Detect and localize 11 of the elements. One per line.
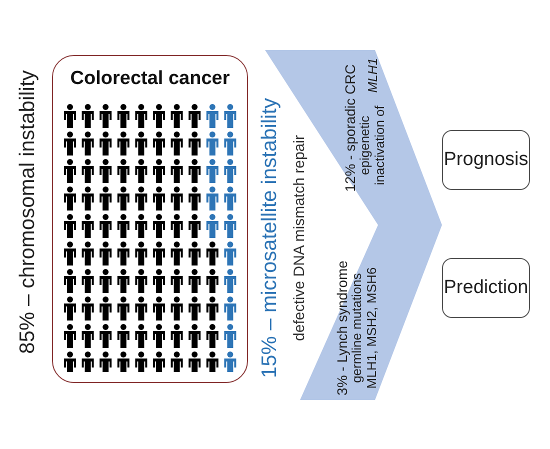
rounded-box: Prognosis — [442, 130, 530, 190]
vertical-label: 85% – chromosomal instability — [15, 69, 40, 356]
vertical-label: 15% – microsatellite instability — [257, 96, 282, 380]
panel-title: Colorectal cancer — [69, 68, 231, 90]
rounded-box: Prediction — [442, 258, 530, 318]
vertical-label: 3% - Lynch syndrome — [333, 260, 351, 398]
vertical-label: germline mutations MLH1, MSH2, MSH6 — [349, 267, 379, 391]
vertical-label: defective DNA mismatch repair — [290, 134, 309, 343]
group-panel — [52, 55, 248, 383]
vertical-label: 12% - sporadic CRC — [341, 63, 359, 194]
vertical-label: epigenetic inactivation of MLH1 — [357, 58, 387, 188]
